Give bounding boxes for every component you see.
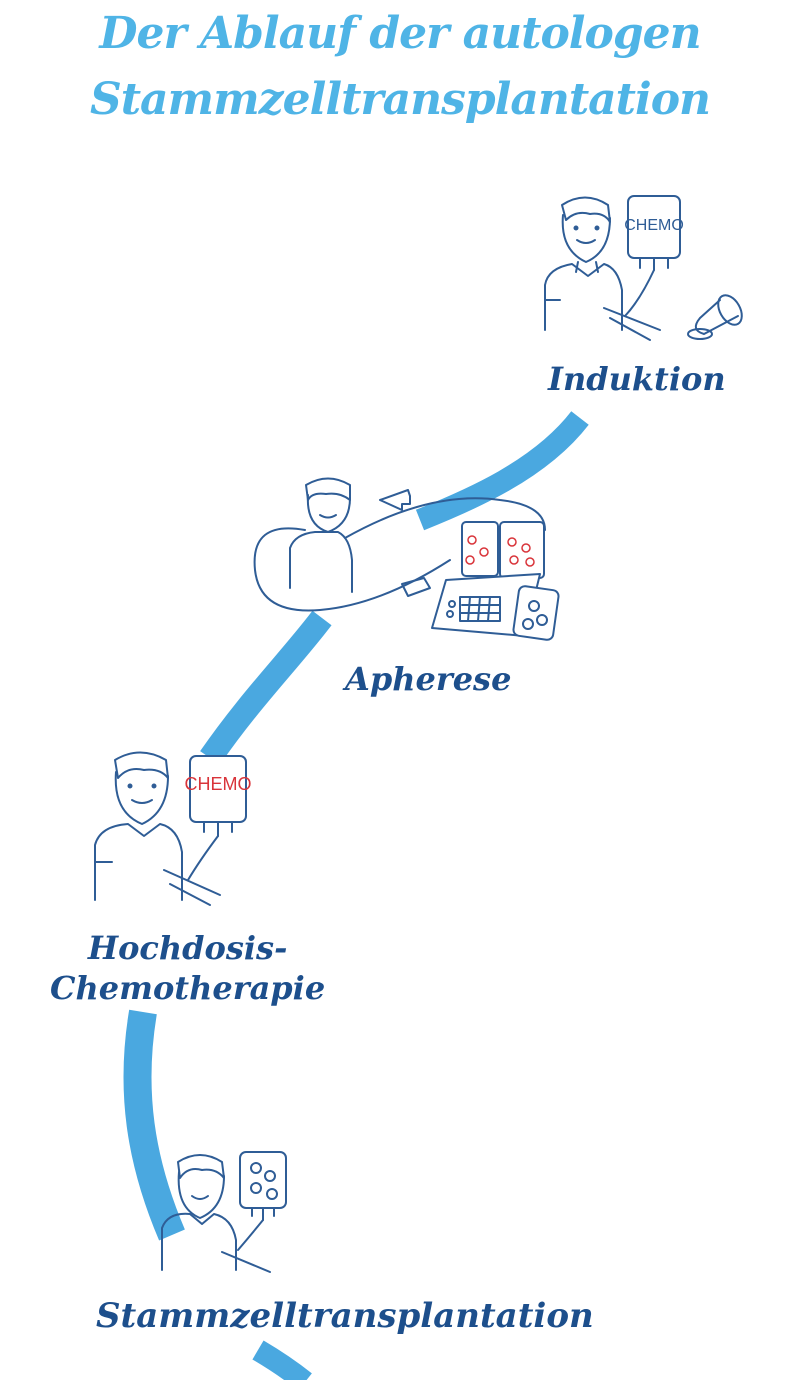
- pill-bottle-icon: [687, 294, 743, 340]
- transplant-illustration: [161, 1151, 287, 1273]
- stem-cell-bag-icon: [237, 1151, 287, 1251]
- step-label-hochdosis-line-2: Chemotherapie: [50, 969, 326, 1007]
- path-segment-induktion-apherese: [415, 411, 589, 531]
- page-title-line-1: Der Ablauf der autologen: [99, 8, 701, 59]
- arrow-out-icon: [401, 577, 431, 597]
- step-label-apherese: Apherese: [345, 660, 512, 698]
- path-segment-apherese-hochdosis: [200, 610, 332, 765]
- chemo-bag-label-hochdosis: CHEMO: [185, 774, 252, 794]
- page-title-line-2: Stammzelltransplantation: [89, 74, 711, 125]
- tubing-loop: [253, 497, 546, 612]
- patient-icon: [161, 1154, 271, 1273]
- chemo-bag-icon: [624, 195, 681, 317]
- path-segment-hochdosis-transplant: [123, 1009, 185, 1241]
- chemo-bag-label-induktion: CHEMO: [624, 217, 684, 234]
- patient-icon: [289, 477, 353, 593]
- step-label-transplantation: Stammzelltransplantation: [96, 1296, 594, 1336]
- chemo-bag-icon: [187, 755, 247, 881]
- path-segment-end: [252, 1340, 312, 1380]
- step-label-induktion: Induktion: [548, 360, 726, 398]
- hochdosis-illustration: [94, 751, 247, 906]
- patient-icon: [94, 751, 221, 906]
- step-label-hochdosis: Hochdosis- Chemotherapie: [50, 928, 325, 1008]
- arrow-in-icon: [379, 489, 411, 511]
- induktion-illustration: [544, 195, 743, 341]
- patient-icon: [544, 196, 661, 341]
- apheresis-machine-icon: [431, 521, 560, 641]
- step-label-hochdosis-line-1: Hochdosis-: [87, 929, 288, 967]
- cell-dots: [465, 535, 535, 567]
- apherese-illustration: [253, 477, 560, 641]
- flow-path: [123, 411, 589, 1380]
